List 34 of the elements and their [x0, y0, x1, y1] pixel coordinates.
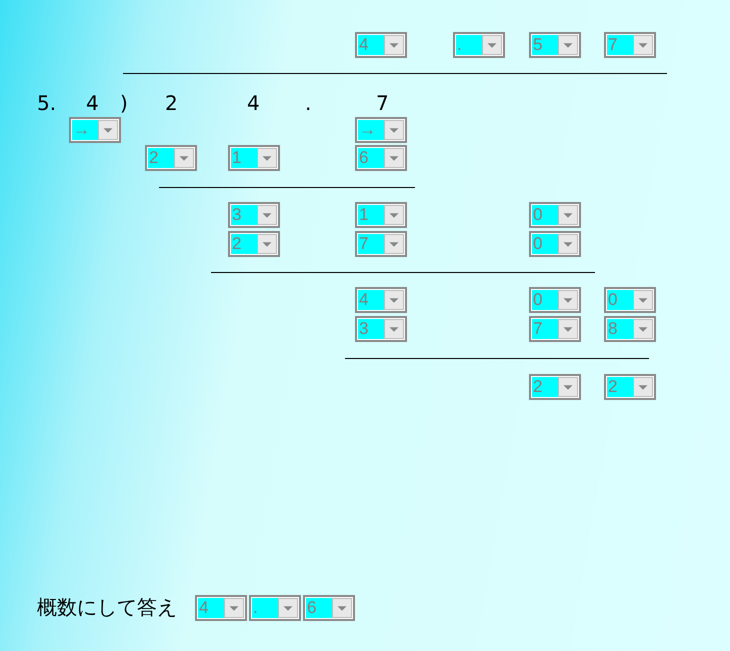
- dropdown-select: 0: [604, 287, 656, 313]
- dropdown-select: .: [249, 595, 301, 621]
- dropdown-select: 0: [529, 202, 581, 228]
- dropdown-select: →: [355, 117, 407, 143]
- dropdown-select: 4: [355, 287, 407, 313]
- dropdown-select: .: [453, 32, 505, 58]
- label-text: ): [120, 90, 128, 116]
- dropdown-select: →: [69, 117, 121, 143]
- dropdown-select: 2: [228, 231, 280, 257]
- dropdown-select: 6: [355, 145, 407, 171]
- dropdown-select: 0: [529, 231, 581, 257]
- label-text: 7: [376, 90, 389, 116]
- dropdown-select: 4: [355, 32, 407, 58]
- dropdown-select: 4: [195, 595, 247, 621]
- dropdown-select: 8: [604, 316, 656, 342]
- label-text: .: [305, 90, 312, 116]
- dropdown-select: 3: [228, 202, 280, 228]
- dropdown-select: 7: [604, 32, 656, 58]
- label-text: 4: [86, 90, 99, 116]
- label-text: 2: [165, 90, 178, 116]
- label-text: 概数にして答え: [37, 594, 177, 620]
- dropdown-select: 1: [355, 202, 407, 228]
- dropdown-select: 7: [355, 231, 407, 257]
- dropdown-select: 3: [355, 316, 407, 342]
- label-text: 4: [247, 90, 260, 116]
- dropdown-select: 5: [529, 32, 581, 58]
- dropdown-select: 2: [529, 374, 581, 400]
- label-text: 5.: [37, 90, 56, 116]
- dropdown-select: 6: [303, 595, 355, 621]
- dropdown-select: 7: [529, 316, 581, 342]
- dropdown-select: 0: [529, 287, 581, 313]
- dropdown-select: 1: [228, 145, 280, 171]
- dropdown-select: 2: [145, 145, 197, 171]
- dropdown-select: 2: [604, 374, 656, 400]
